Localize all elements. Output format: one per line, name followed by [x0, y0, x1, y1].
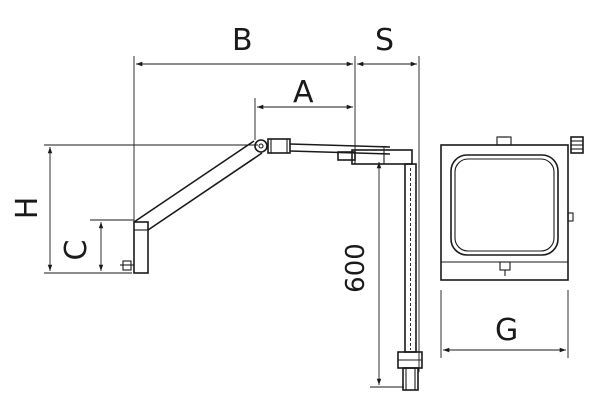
- dimension-s: S: [357, 23, 417, 67]
- label-c: C: [59, 240, 94, 261]
- label-g: G: [495, 313, 518, 348]
- dimension-600: 600: [341, 161, 382, 385]
- label-h: H: [10, 197, 45, 220]
- swivel-joint: [254, 138, 291, 154]
- label-a: A: [293, 75, 314, 110]
- wall-bracket: [120, 221, 149, 274]
- monitor-housing: [440, 136, 584, 281]
- diagonal-arm: [133, 140, 263, 231]
- label-s: S: [375, 23, 394, 58]
- dimension-a: A: [257, 75, 353, 110]
- label-b: B: [232, 23, 253, 58]
- dimension-h: H: [10, 146, 53, 271]
- dimension-b: B: [135, 23, 353, 67]
- vertical-post: [397, 163, 423, 391]
- dimension-c: C: [59, 221, 104, 271]
- horizontal-arm: [289, 143, 413, 165]
- label-600: 600: [341, 243, 371, 293]
- dimension-g: G: [443, 313, 566, 353]
